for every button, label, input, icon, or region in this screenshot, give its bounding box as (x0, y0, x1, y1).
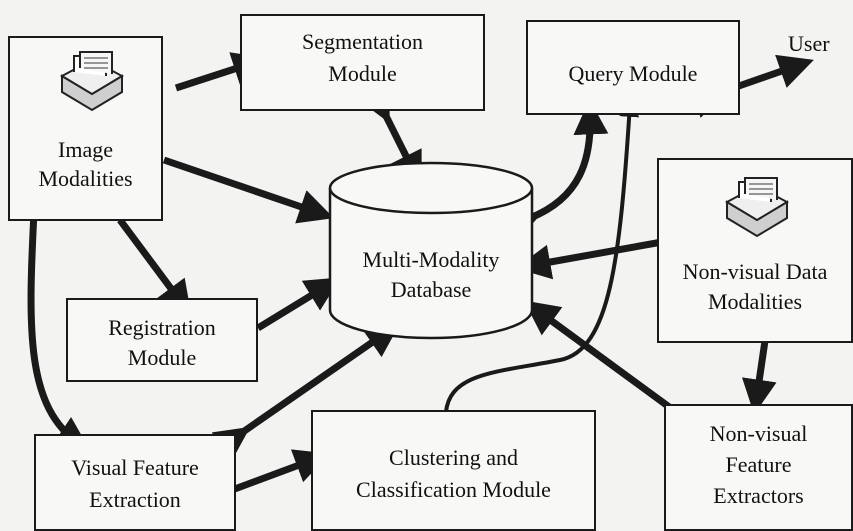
registration-line1: Registration (108, 315, 216, 340)
arrow-visual-feature-to-clustering (230, 449, 330, 494)
image-modalities-line2: Modalities (38, 166, 133, 191)
nonvisual-data-line1: Non-visual Data (682, 259, 828, 284)
clustering-line2: Classification Module (356, 477, 551, 502)
query-label: Query Module (568, 61, 698, 86)
arrow-clustering-to-query (444, 96, 640, 413)
arrow-registration-to-database (256, 277, 341, 331)
nonvisual-feature-line3: Extractors (713, 483, 804, 508)
node-clustering-classification: Clustering and Classification Module (311, 410, 596, 531)
nonvisual-data-line2: Modalities (707, 289, 803, 314)
stack-icon (724, 177, 790, 238)
arrow-query-database (502, 99, 609, 243)
arrow-visual-feature-database (211, 322, 401, 462)
database-line1: Multi-Modality (362, 247, 500, 272)
user-label: User (788, 31, 830, 56)
node-database (328, 161, 534, 340)
clustering-line1: Clustering and (389, 445, 518, 470)
database-line2: Database (390, 277, 472, 302)
arrow-image-to-visual-feature (27, 211, 91, 451)
registration-line2: Module (127, 345, 197, 370)
arrow-nonvisual-to-database (515, 238, 663, 280)
node-query-module: Query Module (526, 20, 740, 115)
visual-feature-line2: Extraction (89, 487, 181, 512)
node-registration-module: Registration Module (66, 298, 258, 382)
node-segmentation-module: Segmentation Module (240, 14, 485, 111)
stack-icon (59, 51, 125, 112)
segmentation-line1: Segmentation (302, 29, 423, 54)
arrow-nonvisual-data-to-feature (741, 333, 777, 415)
node-nonvisual-data-modalities: Non-visual Data Modalities (657, 158, 853, 343)
arrow-image-to-registration (117, 217, 192, 317)
node-visual-feature-extraction: Visual Feature Extraction (34, 434, 236, 531)
visual-feature-line1: Visual Feature (71, 455, 199, 480)
nonvisual-feature-line2: Feature (725, 452, 792, 477)
node-image-modalities: Image Modalities (8, 36, 163, 221)
image-modalities-line1: Image (58, 137, 113, 162)
arrow-nonvisual-feature-to-database (523, 300, 679, 415)
node-nonvisual-feature-extractors: Non-visual Feature Extractors (664, 404, 853, 531)
arrow-image-to-database (162, 156, 334, 224)
nonvisual-feature-line1: Non-visual (709, 421, 808, 446)
segmentation-line2: Module (328, 61, 397, 86)
